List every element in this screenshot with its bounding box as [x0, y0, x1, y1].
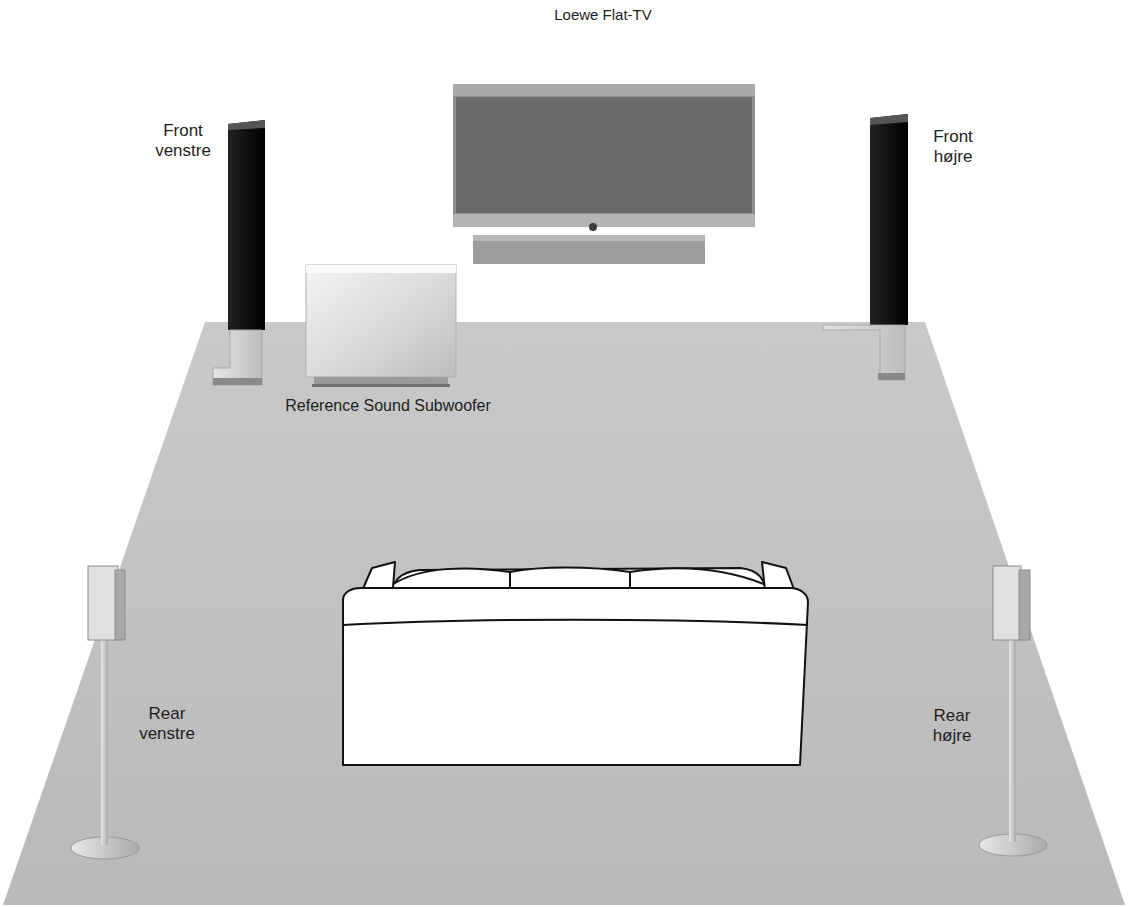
rear-right-speaker: [979, 566, 1047, 856]
sofa: [343, 562, 808, 765]
part-label: Reference Sound Subwoofer: [258, 397, 518, 415]
part-label: Loewe Flat-TV: [503, 6, 703, 23]
part-label: Front højre: [925, 127, 981, 166]
rear-left-speaker: [71, 566, 139, 859]
part-label: Front venstre: [152, 121, 214, 160]
subwoofer: [306, 265, 456, 387]
part-label: Rear højre: [924, 706, 980, 745]
flat-tv: [453, 84, 755, 264]
part-label: Rear venstre: [136, 704, 198, 743]
front-right-speaker: [823, 114, 908, 380]
floor: [3, 322, 1125, 905]
front-left-speaker: [213, 120, 265, 385]
